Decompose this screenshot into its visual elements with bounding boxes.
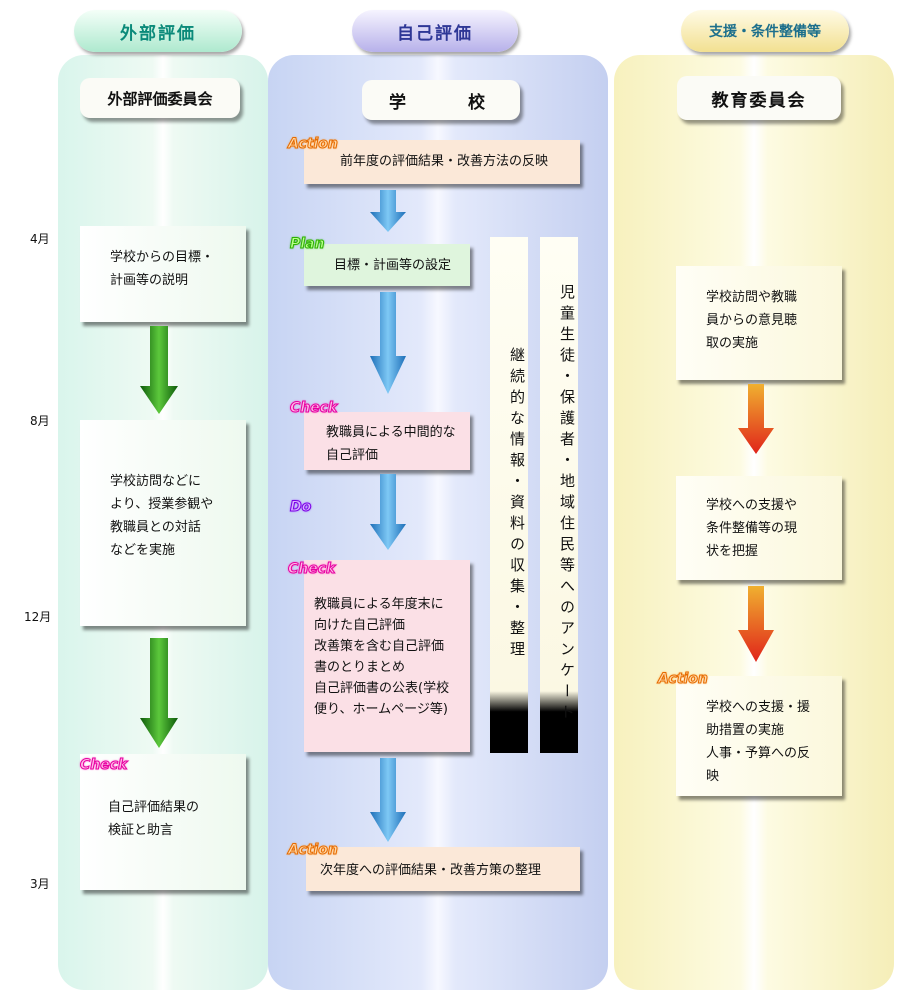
box-line: 教職員との対話 — [110, 520, 201, 535]
box-line: 条件整備等の現 — [706, 521, 798, 536]
box-line: などを実施 — [110, 543, 176, 558]
box-line: 検証と助言 — [108, 823, 174, 838]
self-evaluation-pill: 自己評価 — [352, 10, 518, 52]
self-box-year-end-evaluation: 教職員による年度末に 向けた自己評価 改善策を含む自己評価 書のとりまとめ 自己… — [304, 560, 470, 752]
box-line: より、授業参観や — [110, 497, 214, 512]
box-line: 状を把握 — [706, 544, 759, 559]
external-box-explanation: 学校からの目標・ 計画等の説明 — [80, 226, 246, 322]
do-tag: Do — [289, 499, 312, 516]
continuous-data-collection-bar: 継続的な情報・資料の収集・整理 — [490, 237, 528, 753]
box-line: 改善策を含む自己評価 — [314, 639, 445, 654]
box-line: 目標・計画等の設定 — [334, 258, 452, 273]
box-line: 書のとりまとめ — [314, 660, 406, 675]
box-line: 向けた自己評価 — [314, 618, 406, 633]
month-label-december: 12月 — [24, 610, 52, 624]
box-line: 映 — [706, 769, 720, 784]
box-line: 教職員による年度末に — [314, 597, 444, 612]
box-line: 学校への支援や — [706, 498, 798, 513]
self-box-next-year: 次年度への評価結果・改善方策の整理 — [306, 847, 580, 891]
box-line: 教職員による中間的な — [326, 425, 456, 440]
external-evaluation-pill: 外部評価 — [74, 10, 242, 52]
self-box-interim-evaluation: 教職員による中間的な 自己評価 — [304, 412, 470, 470]
month-label-april: 4月 — [30, 232, 50, 246]
action-tag: Action — [288, 136, 339, 153]
external-box-verification: 自己評価結果の 検証と助言 — [80, 754, 246, 890]
box-line: 員からの意見聴 — [706, 313, 798, 328]
external-committee-header: 外部評価委員会 — [80, 78, 240, 118]
box-line: 学校への支援・援 — [706, 700, 811, 715]
box-line: 計画等の説明 — [110, 273, 189, 288]
box-line: 前年度の評価結果・改善方法の反映 — [340, 154, 549, 169]
survey-bar: 児童生徒・保護者・地域住民等へのアンケート — [540, 237, 578, 753]
board-of-education-header: 教育委員会 — [677, 76, 841, 120]
box-line: 取の実施 — [706, 336, 759, 351]
check-tag: Check — [289, 400, 338, 417]
box-line: 学校からの目標・ — [110, 250, 215, 265]
check-tag: Check — [287, 561, 336, 578]
action-tag: Action — [288, 842, 339, 859]
action-tag: Action — [658, 671, 709, 688]
box-line: 自己評価書の公表(学校 — [314, 681, 450, 696]
self-box-previous-year: 前年度の評価結果・改善方法の反映 — [304, 140, 580, 184]
box-line: 便り、ホームページ等) — [314, 702, 448, 717]
box-line: 助措置の実施 — [706, 723, 785, 738]
box-line: 学校訪問や教職 — [706, 290, 798, 305]
support-box-visit: 学校訪問や教職 員からの意見聴 取の実施 — [676, 266, 842, 380]
plan-tag: Plan — [289, 236, 325, 253]
box-line: 次年度への評価結果・改善方策の整理 — [320, 863, 542, 878]
month-label-march: 3月 — [30, 877, 50, 891]
support-box-measures: 学校への支援・援 助措置の実施 人事・予算への反 映 — [676, 676, 842, 796]
self-box-goal-setting: 目標・計画等の設定 — [304, 244, 470, 286]
school-header: 学 校 — [362, 80, 520, 120]
external-box-visit: 学校訪問などに より、授業参観や 教職員との対話 などを実施 — [80, 420, 246, 626]
box-line: 人事・予算への反 — [706, 746, 811, 761]
box-line: 自己評価 — [326, 448, 379, 463]
support-pill: 支援・条件整備等 — [681, 10, 849, 52]
month-label-august: 8月 — [30, 414, 50, 428]
box-line: 学校訪問などに — [110, 474, 202, 489]
box-line: 自己評価結果の — [108, 800, 200, 815]
support-box-status: 学校への支援や 条件整備等の現 状を把握 — [676, 476, 842, 580]
check-tag: Check — [79, 757, 128, 774]
